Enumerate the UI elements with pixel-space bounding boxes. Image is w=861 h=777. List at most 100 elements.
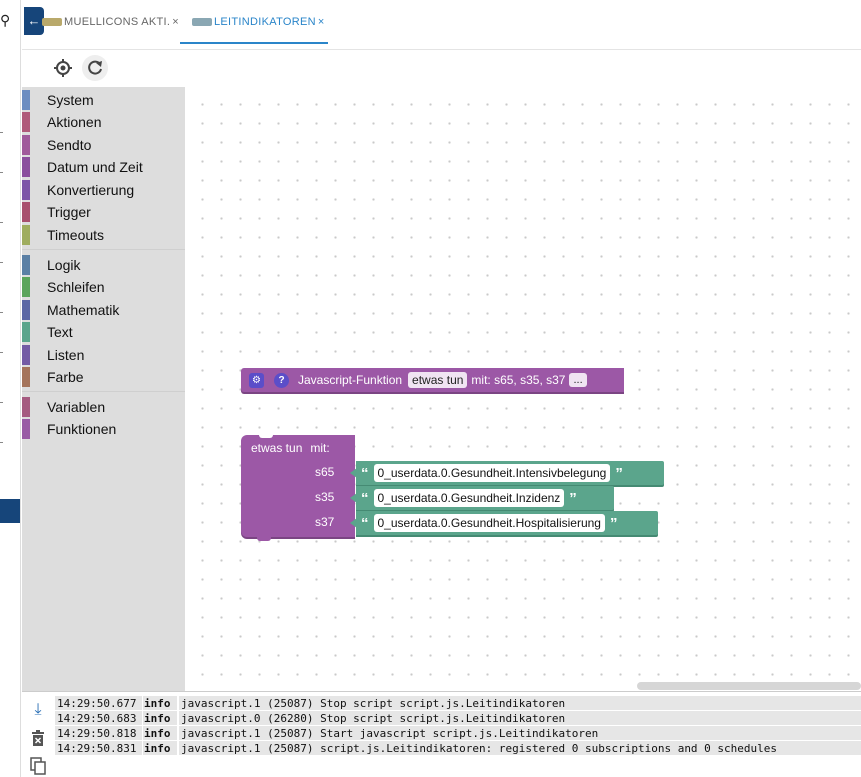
category-mathematik[interactable]: Mathematik [22,300,185,320]
tab-muellicons[interactable]: MUELLICONS AKTI. × [42,0,179,44]
search-icon[interactable]: ⚲ [0,12,11,28]
log-list: 14:29:50.677 info javascript.1 (25087) S… [55,696,861,756]
block-connector [350,468,357,478]
category-color [22,367,30,387]
category-label: Farbe [47,369,84,385]
category-label: Logik [47,257,81,273]
blockly-script-icon [192,18,212,26]
help-icon[interactable]: ? [274,372,289,388]
list-tick [0,262,3,263]
category-variablen[interactable]: Variablen [22,397,185,417]
copy-log-button[interactable] [28,756,48,776]
category-logik[interactable]: Logik [22,255,185,275]
log-message: javascript.1 (25087) Stop script script.… [179,696,861,710]
text-value-field[interactable]: 0_userdata.0.Gesundheit.Hospitalisierung [373,514,605,532]
category-label: Funktionen [47,421,117,437]
tab-bar: ← MUELLICONS AKTI. × LEITINDIKATOREN × [22,0,861,50]
category-farbe[interactable]: Farbe [22,367,185,387]
more-params-button[interactable]: ... [569,373,587,387]
horizontal-scrollbar[interactable] [637,682,861,690]
log-level: info [143,741,177,755]
category-sendto[interactable]: Sendto [22,135,185,155]
log-toolbar: ⤓ [22,692,54,777]
text-block[interactable]: “ 0_userdata.0.Gesundheit.Intensivbelegu… [350,461,664,485]
log-row: 14:29:50.683 info javascript.0 (26280) S… [55,711,861,726]
log-timestamp: 14:29:50.677 [55,696,142,710]
log-timestamp: 14:29:50.818 [55,726,142,740]
list-tick [0,352,3,353]
text-value-field[interactable]: 0_userdata.0.Gesundheit.Intensivbelegung [373,464,611,482]
category-label: Trigger [47,204,91,220]
text-value-field[interactable]: 0_userdata.0.Gesundheit.Inzidenz [373,489,565,507]
category-funktionen[interactable]: Funktionen [22,419,185,439]
block-connector [350,493,357,503]
open-quote-icon: “ [361,514,369,532]
log-row: 14:29:50.831 info javascript.1 (25087) s… [55,741,861,756]
log-level: info [143,726,177,740]
gear-icon[interactable]: ⚙ [249,372,264,388]
workspace-toolbar [22,51,861,87]
block-label: Javascript-Funktion [298,373,403,387]
category-label: Mathematik [47,302,120,318]
category-label: Timeouts [47,227,105,243]
center-workspace-button[interactable] [50,55,76,81]
function-name-field[interactable]: etwas tun [408,372,468,388]
list-tick [0,312,3,313]
close-quote-icon: ” [609,514,618,532]
close-icon[interactable]: × [317,16,325,28]
category-color [22,300,30,320]
list-tick [0,132,3,133]
log-timestamp: 14:29:50.683 [55,711,142,725]
log-message: javascript.1 (25087) Start javascript sc… [179,726,861,740]
category-schleifen[interactable]: Schleifen [22,277,185,297]
clear-log-button[interactable] [28,728,48,748]
open-quote-icon: “ [361,464,369,482]
javascript-function-call-block[interactable]: ⚙ ? Javascript-Funktion etwas tun mit: s… [241,368,624,392]
category-aktionen[interactable]: Aktionen [22,112,185,132]
category-color [22,180,30,200]
function-name[interactable]: etwas tun [251,441,303,455]
category-timeouts[interactable]: Timeouts [22,225,185,245]
category-color [22,345,30,365]
text-block[interactable]: “ 0_userdata.0.Gesundheit.Inzidenz ” [350,486,614,510]
collapse-sidebar-button[interactable]: ← [24,7,44,35]
log-row: 14:29:50.818 info javascript.1 (25087) S… [55,726,861,741]
category-color [22,112,30,132]
tab-leitindikatoren[interactable]: LEITINDIKATOREN × [192,0,325,44]
category-color [22,135,30,155]
list-tick [0,172,3,173]
block-params-label: mit: s65, s35, s37 [471,373,566,387]
category-label: System [47,92,94,108]
refresh-button[interactable] [82,55,108,81]
category-datum-und-zeit[interactable]: Datum und Zeit [22,157,185,177]
log-level: info [143,696,177,710]
log-level: info [143,711,177,725]
category-label: Sendto [47,137,92,153]
category-listen[interactable]: Listen [22,345,185,365]
list-tick [0,402,3,403]
category-color [22,322,30,342]
trash-icon [32,730,44,746]
category-trigger[interactable]: Trigger [22,202,185,222]
category-system[interactable]: System [22,90,185,110]
category-konvertierung[interactable]: Konvertierung [22,180,185,200]
category-color [22,225,30,245]
close-icon[interactable]: × [172,16,180,28]
scroll-to-bottom-button[interactable]: ⤓ [28,700,48,720]
block-notch [257,537,271,541]
refresh-icon [88,60,102,75]
log-panel: ⤓ 14:29:50.677 info [22,691,861,777]
category-text[interactable]: Text [22,322,185,342]
selected-script-item[interactable] [0,499,20,523]
category-color [22,277,30,297]
crosshair-icon [54,59,72,77]
log-timestamp: 14:29:50.831 [55,741,142,755]
text-block[interactable]: “ 0_userdata.0.Gesundheit.Hospitalisieru… [350,511,658,535]
category-color [22,255,30,275]
tab-label: MUELLICONS AKTI. [64,16,171,28]
blockly-workspace[interactable]: ⚙ ? Javascript-Funktion etwas tun mit: s… [185,87,861,691]
tab-label: LEITINDIKATOREN [214,16,316,28]
